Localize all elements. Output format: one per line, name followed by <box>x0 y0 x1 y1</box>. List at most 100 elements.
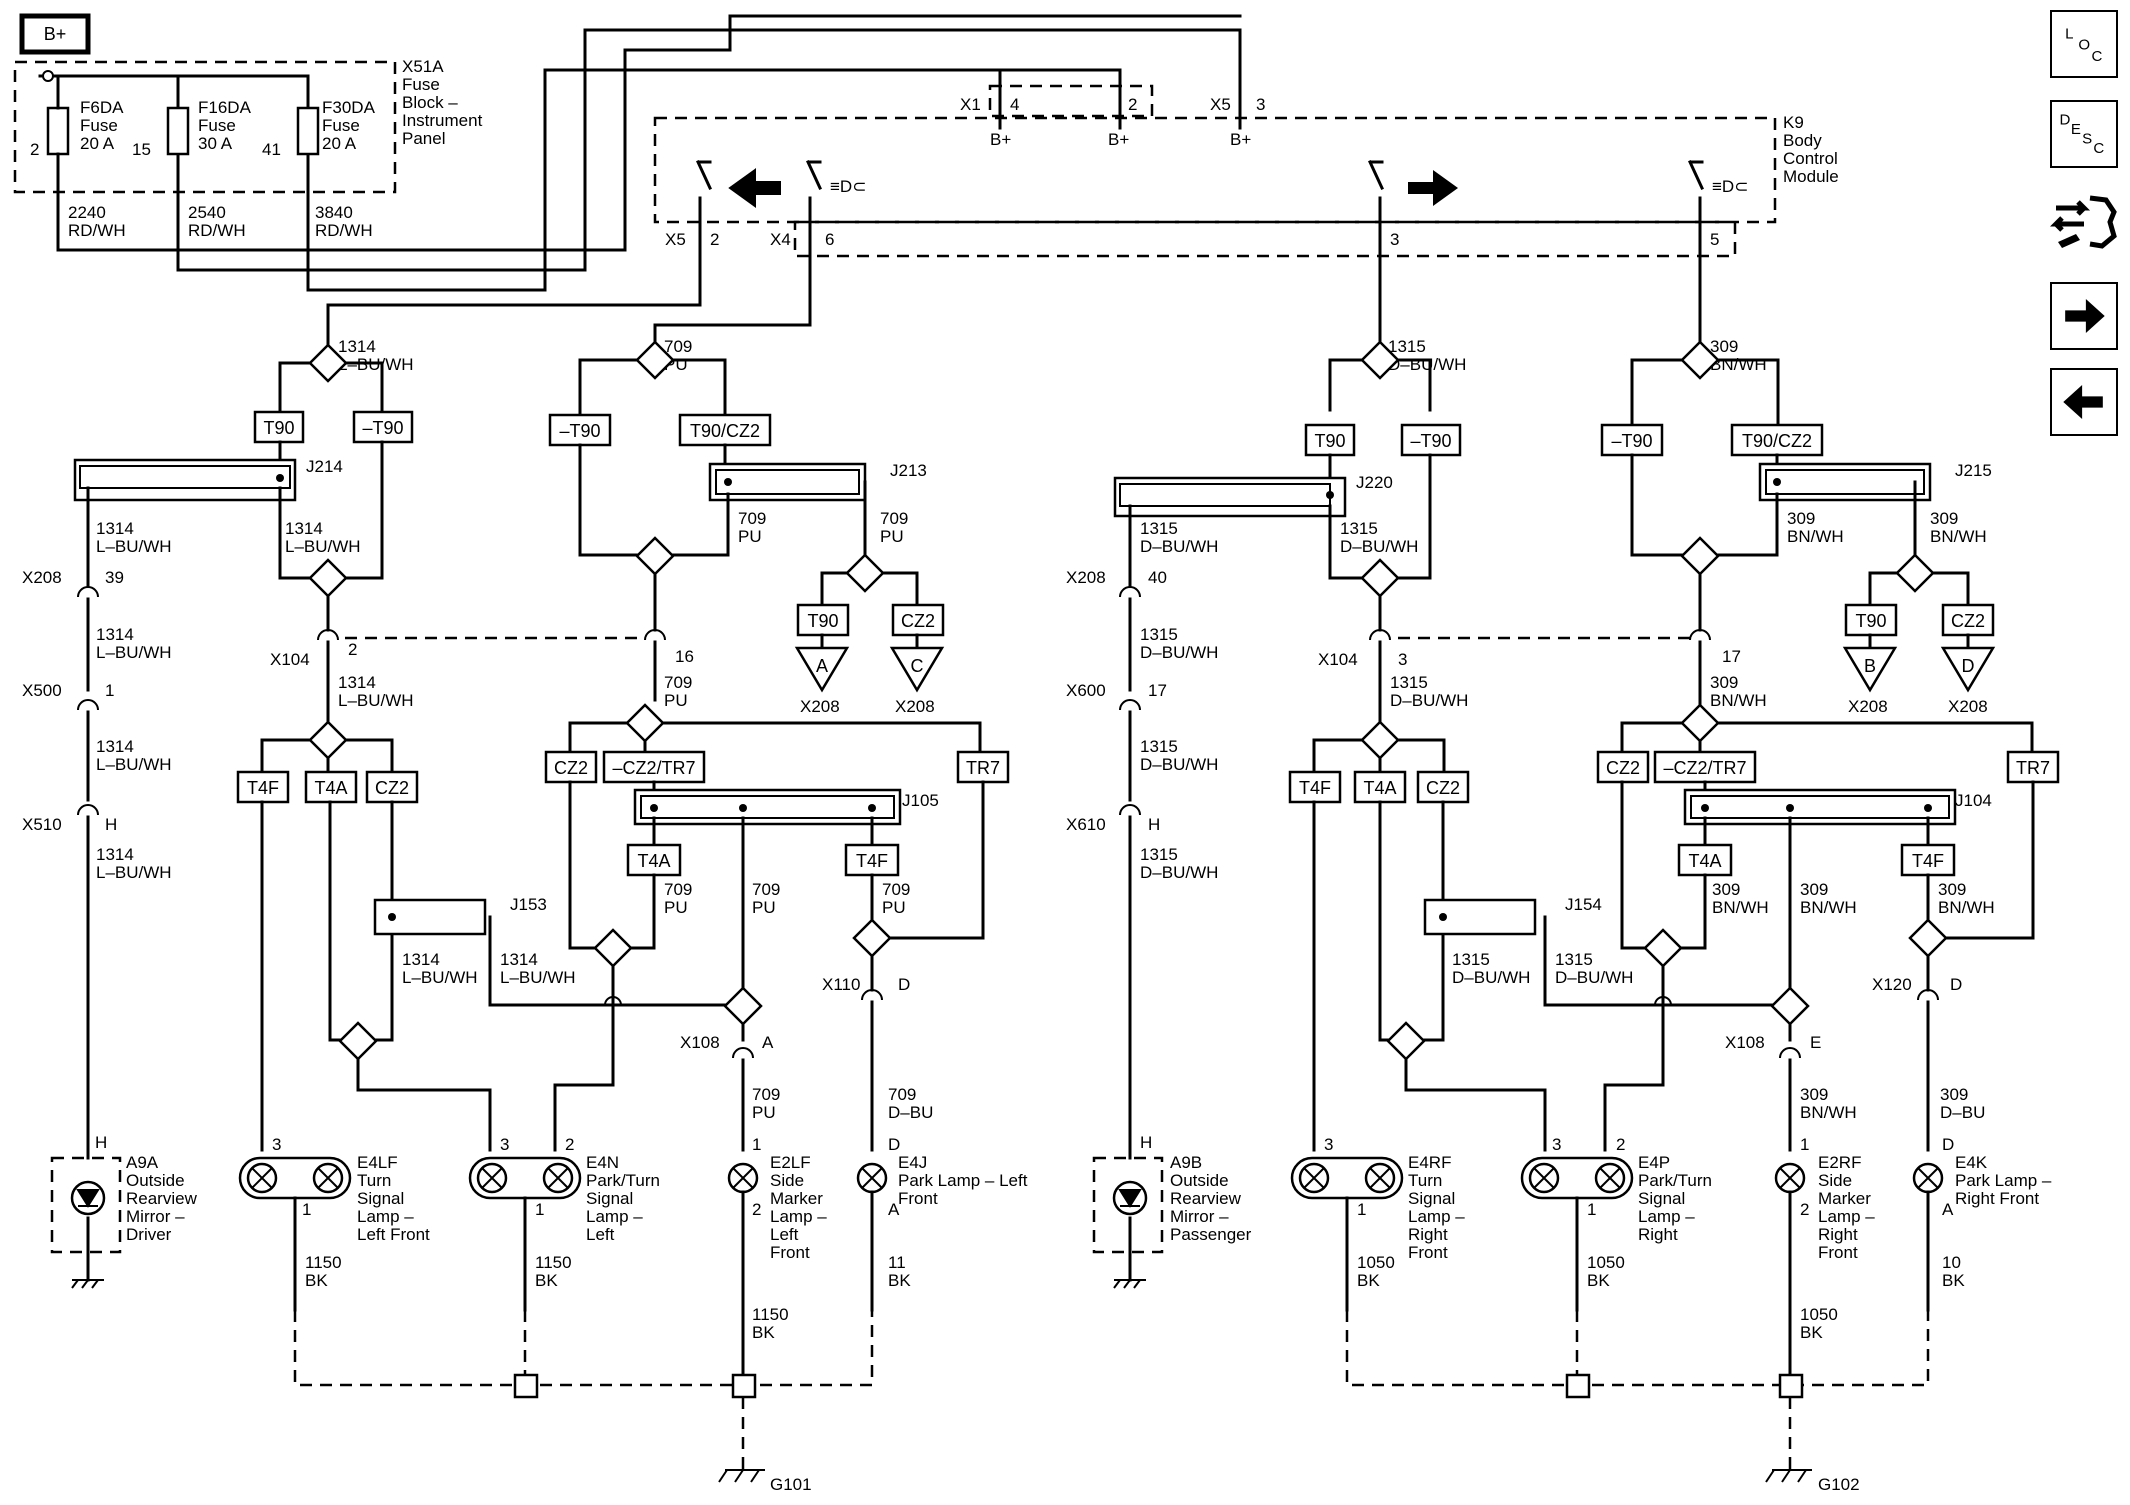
svg-text:E4RF: E4RF <box>1408 1153 1451 1172</box>
svg-text:1315: 1315 <box>1555 950 1593 969</box>
lamp-e4k: D A 10 BK E4K Park Lamp – Right Front <box>1912 1135 2052 1312</box>
svg-text:Left Front: Left Front <box>357 1225 430 1244</box>
fuse-block-outline <box>13 60 397 194</box>
svg-text:X208: X208 <box>1066 568 1106 587</box>
svg-text:3: 3 <box>1552 1135 1561 1154</box>
lamp-e4j: D A 11 BK E4J Park Lamp – Left Front <box>856 1135 1028 1312</box>
svg-text:A: A <box>816 656 828 676</box>
svg-text:S: S <box>2082 130 2092 147</box>
svg-text:D: D <box>2060 112 2071 129</box>
fuse-f6da <box>46 106 70 156</box>
svg-text:709: 709 <box>882 880 910 899</box>
svg-text:–T90: –T90 <box>1410 431 1451 451</box>
svg-text:X208: X208 <box>22 568 62 587</box>
svg-text:E4N: E4N <box>586 1153 619 1172</box>
svg-text:T90: T90 <box>1855 611 1886 631</box>
svg-text:3: 3 <box>272 1135 281 1154</box>
svg-text:PU: PU <box>752 1103 776 1122</box>
svg-text:16: 16 <box>675 647 694 666</box>
connector-tool-button[interactable] <box>2050 188 2118 256</box>
svg-text:D: D <box>1962 656 1975 676</box>
svg-text:Turn: Turn <box>1408 1171 1442 1190</box>
svg-text:1314: 1314 <box>338 673 376 692</box>
svg-text:T4A: T4A <box>1688 851 1721 871</box>
svg-text:Park/Turn: Park/Turn <box>1638 1171 1712 1190</box>
svg-text:2240: 2240 <box>68 203 106 222</box>
svg-text:Turn: Turn <box>357 1171 391 1190</box>
svg-text:B+: B+ <box>1108 130 1129 149</box>
svg-text:J213: J213 <box>890 461 927 480</box>
svg-text:X208: X208 <box>1848 697 1888 716</box>
svg-text:1315: 1315 <box>1140 737 1178 756</box>
body-control-module: K9 Body Control Module ≡D⊂ ≡D⊂ X5 2 X4 <box>653 113 1839 258</box>
svg-text:30 A: 30 A <box>198 134 233 153</box>
svg-text:10: 10 <box>1942 1253 1961 1272</box>
svg-text:BK: BK <box>1357 1271 1380 1290</box>
svg-text:PU: PU <box>664 898 688 917</box>
svg-text:T90/CZ2: T90/CZ2 <box>1742 431 1812 451</box>
svg-text:11: 11 <box>888 1253 906 1272</box>
fuse-f30da <box>296 106 320 156</box>
prev-button[interactable] <box>2050 368 2118 436</box>
svg-text:Instrument: Instrument <box>402 111 483 130</box>
svg-text:X600: X600 <box>1066 681 1106 700</box>
svg-text:Marker: Marker <box>770 1189 823 1208</box>
svg-text:1315: 1315 <box>1452 950 1490 969</box>
loc-button[interactable]: L O C <box>2050 10 2118 78</box>
desc-button[interactable]: D E S C <box>2050 100 2118 168</box>
svg-text:Park/Turn: Park/Turn <box>586 1171 660 1190</box>
svg-text:309: 309 <box>1938 880 1966 899</box>
svg-text:Fuse: Fuse <box>198 116 236 135</box>
svg-text:3840: 3840 <box>315 203 353 222</box>
svg-text:–T90: –T90 <box>1611 431 1652 451</box>
svg-text:F16DA: F16DA <box>198 98 252 117</box>
svg-text:X104: X104 <box>1318 650 1358 669</box>
svg-text:D–BU/WH: D–BU/WH <box>1390 691 1468 710</box>
svg-text:–T90: –T90 <box>559 421 600 441</box>
svg-text:X120: X120 <box>1872 975 1912 994</box>
svg-text:309: 309 <box>1800 880 1828 899</box>
svg-text:2: 2 <box>1128 95 1137 114</box>
svg-text:D: D <box>1942 1135 1954 1154</box>
bcm-switch-left-turn <box>696 160 781 224</box>
svg-text:41: 41 <box>262 140 281 159</box>
svg-text:40: 40 <box>1148 568 1167 587</box>
svg-text:1314: 1314 <box>402 950 440 969</box>
svg-text:Signal: Signal <box>586 1189 633 1208</box>
svg-text:D–BU/WH: D–BU/WH <box>1140 755 1218 774</box>
svg-text:Passenger: Passenger <box>1170 1225 1252 1244</box>
svg-text:1315: 1315 <box>1140 519 1178 538</box>
svg-text:Fuse: Fuse <box>402 75 440 94</box>
svg-text:1150: 1150 <box>305 1253 342 1272</box>
svg-text:1315: 1315 <box>1390 673 1428 692</box>
right-park-circuit: 309 BN/WH –T90 T90/CZ2 J215 309 BN/WH 30… <box>1596 220 2060 1152</box>
svg-text:L–BU/WH: L–BU/WH <box>338 691 414 710</box>
svg-text:3: 3 <box>500 1135 509 1154</box>
left-turn-circuit: 1314 L–BU/WH T90 –T90 J214 1314 L–BU/WH … <box>22 220 702 1160</box>
svg-text:H: H <box>1140 1133 1152 1152</box>
svg-text:Outside: Outside <box>126 1171 185 1190</box>
svg-text:1: 1 <box>752 1135 761 1154</box>
svg-text:A: A <box>762 1033 774 1052</box>
svg-text:L–BU/WH: L–BU/WH <box>96 863 172 882</box>
svg-text:Left: Left <box>770 1225 799 1244</box>
svg-text:PU: PU <box>882 898 906 917</box>
fuse-block-id: X51A <box>402 57 444 76</box>
next-button[interactable] <box>2050 282 2118 350</box>
svg-text:Park Lamp – Left: Park Lamp – Left <box>898 1171 1028 1190</box>
svg-text:X208: X208 <box>1948 697 1988 716</box>
bcm-outline <box>653 116 1777 224</box>
svg-text:B+: B+ <box>990 130 1011 149</box>
svg-text:X5: X5 <box>1210 95 1231 114</box>
svg-text:X510: X510 <box>22 815 62 834</box>
svg-text:15: 15 <box>132 140 151 159</box>
svg-text:J220: J220 <box>1356 473 1393 492</box>
svg-text:709: 709 <box>752 880 780 899</box>
svg-text:G101: G101 <box>770 1475 812 1494</box>
svg-text:1: 1 <box>535 1200 544 1219</box>
svg-text:Right: Right <box>1818 1225 1858 1244</box>
svg-text:Lamp –: Lamp – <box>770 1207 827 1226</box>
svg-text:2: 2 <box>752 1200 761 1219</box>
svg-text:CZ2: CZ2 <box>1426 778 1460 798</box>
